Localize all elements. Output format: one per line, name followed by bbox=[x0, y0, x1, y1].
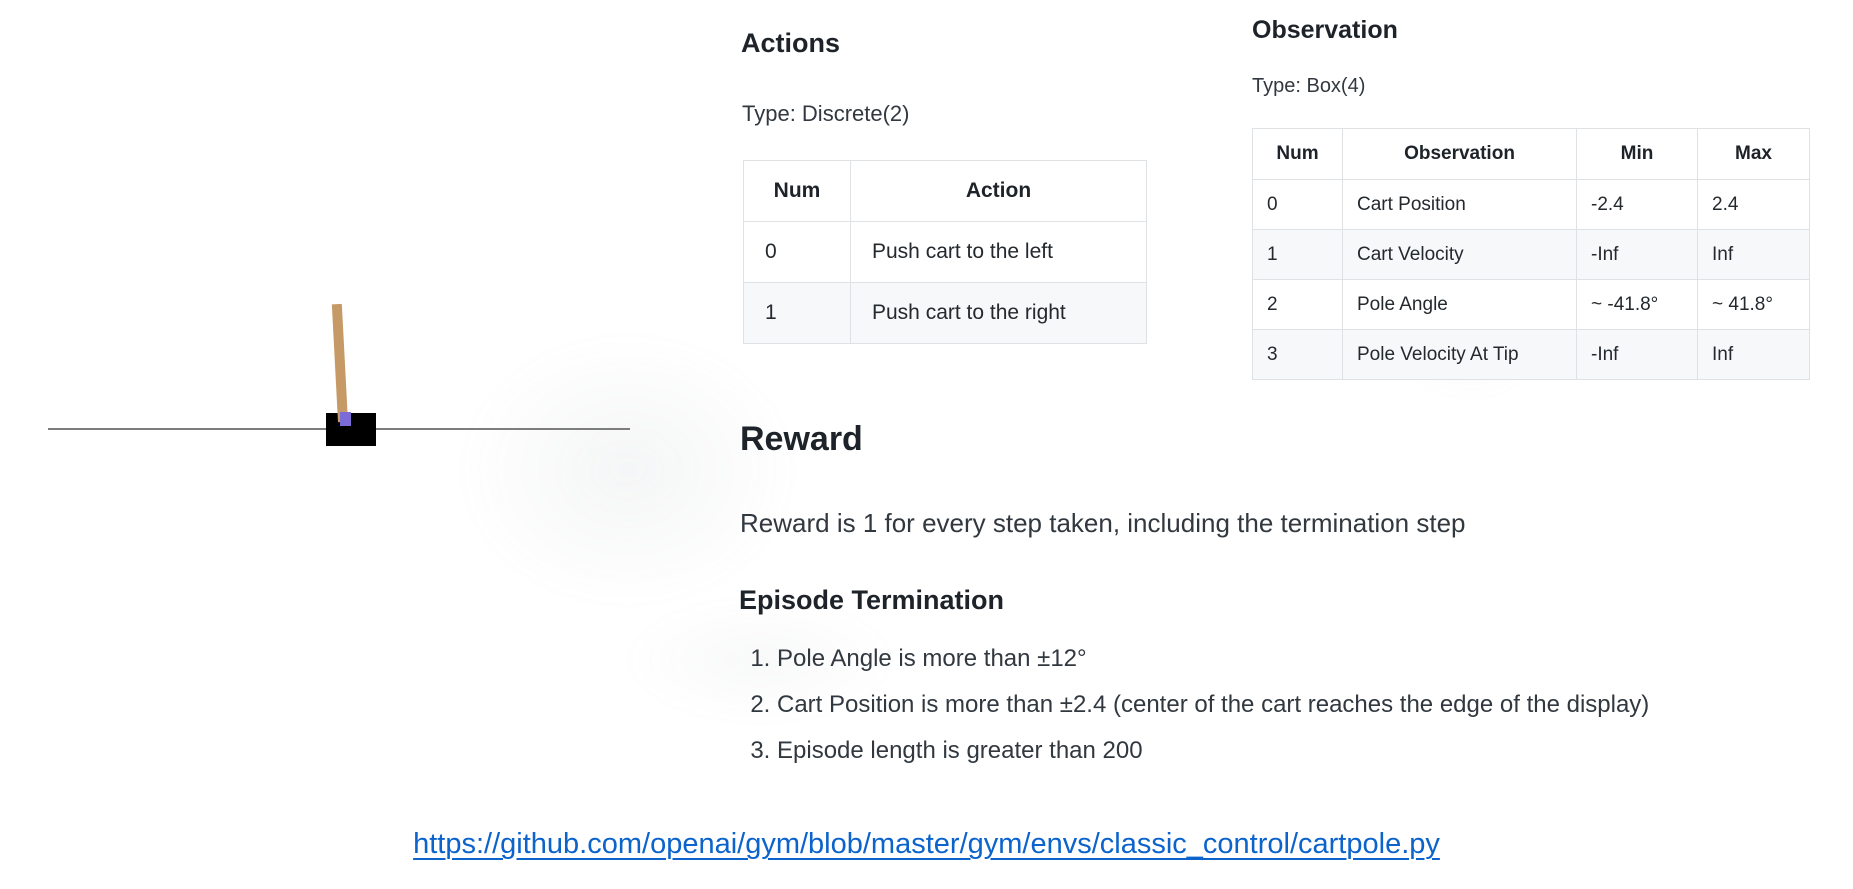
table-cell: 3 bbox=[1252, 329, 1343, 380]
cartpole-figure bbox=[0, 0, 700, 500]
table-cell: 0 bbox=[1252, 179, 1343, 230]
actions-heading: Actions bbox=[741, 28, 841, 58]
table-cell: Push cart to the left bbox=[850, 221, 1147, 283]
reward-heading: Reward bbox=[740, 420, 863, 458]
table-cell: Pole Angle bbox=[1342, 279, 1577, 330]
source-link-row: https://github.com/openai/gym/blob/maste… bbox=[0, 828, 1853, 861]
column-header: Observation bbox=[1342, 128, 1577, 180]
column-header: Min bbox=[1576, 128, 1698, 180]
table-cell: 1 bbox=[743, 282, 851, 344]
termination-condition-item: Pole Angle is more than ±12° bbox=[777, 645, 1649, 672]
episode-termination-list: Pole Angle is more than ±12° Cart Positio… bbox=[741, 645, 1649, 783]
cartpole-axle bbox=[340, 412, 351, 426]
observation-type-label: Type: Box(4) bbox=[1252, 75, 1366, 97]
table-cell: Push cart to the right bbox=[850, 282, 1147, 344]
table-cell: Inf bbox=[1697, 329, 1810, 380]
column-header: Max bbox=[1697, 128, 1810, 180]
table-cell: Inf bbox=[1697, 229, 1810, 280]
table-cell: ~ 41.8° bbox=[1697, 279, 1810, 330]
observation-heading: Observation bbox=[1252, 16, 1398, 44]
column-header: Action bbox=[850, 160, 1147, 222]
table-cell: Cart Velocity bbox=[1342, 229, 1577, 280]
table-cell: -2.4 bbox=[1576, 179, 1698, 230]
table-cell: -Inf bbox=[1576, 229, 1698, 280]
github-source-link[interactable]: https://github.com/openai/gym/blob/maste… bbox=[413, 828, 1440, 860]
table-cell: Pole Velocity At Tip bbox=[1342, 329, 1577, 380]
cartpole-cart bbox=[326, 413, 376, 446]
table-cell: ~ -41.8° bbox=[1576, 279, 1698, 330]
actions-type-label: Type: Discrete(2) bbox=[742, 101, 910, 126]
table-cell: 0 bbox=[743, 221, 851, 283]
reward-description: Reward is 1 for every step taken, includ… bbox=[740, 508, 1466, 538]
termination-condition-item: Cart Position is more than ±2.4 (center … bbox=[777, 691, 1649, 718]
table-cell: -Inf bbox=[1576, 329, 1698, 380]
table-cell: 1 bbox=[1252, 229, 1343, 280]
termination-condition-item: Episode length is greater than 200 bbox=[777, 737, 1649, 764]
table-cell: Cart Position bbox=[1342, 179, 1577, 230]
table-cell: 2.4 bbox=[1697, 179, 1810, 230]
cartpole-pole bbox=[331, 303, 348, 423]
episode-termination-heading: Episode Termination bbox=[739, 585, 1005, 615]
column-header: Num bbox=[743, 160, 851, 222]
column-header: Num bbox=[1252, 128, 1343, 180]
table-cell: 2 bbox=[1252, 279, 1343, 330]
